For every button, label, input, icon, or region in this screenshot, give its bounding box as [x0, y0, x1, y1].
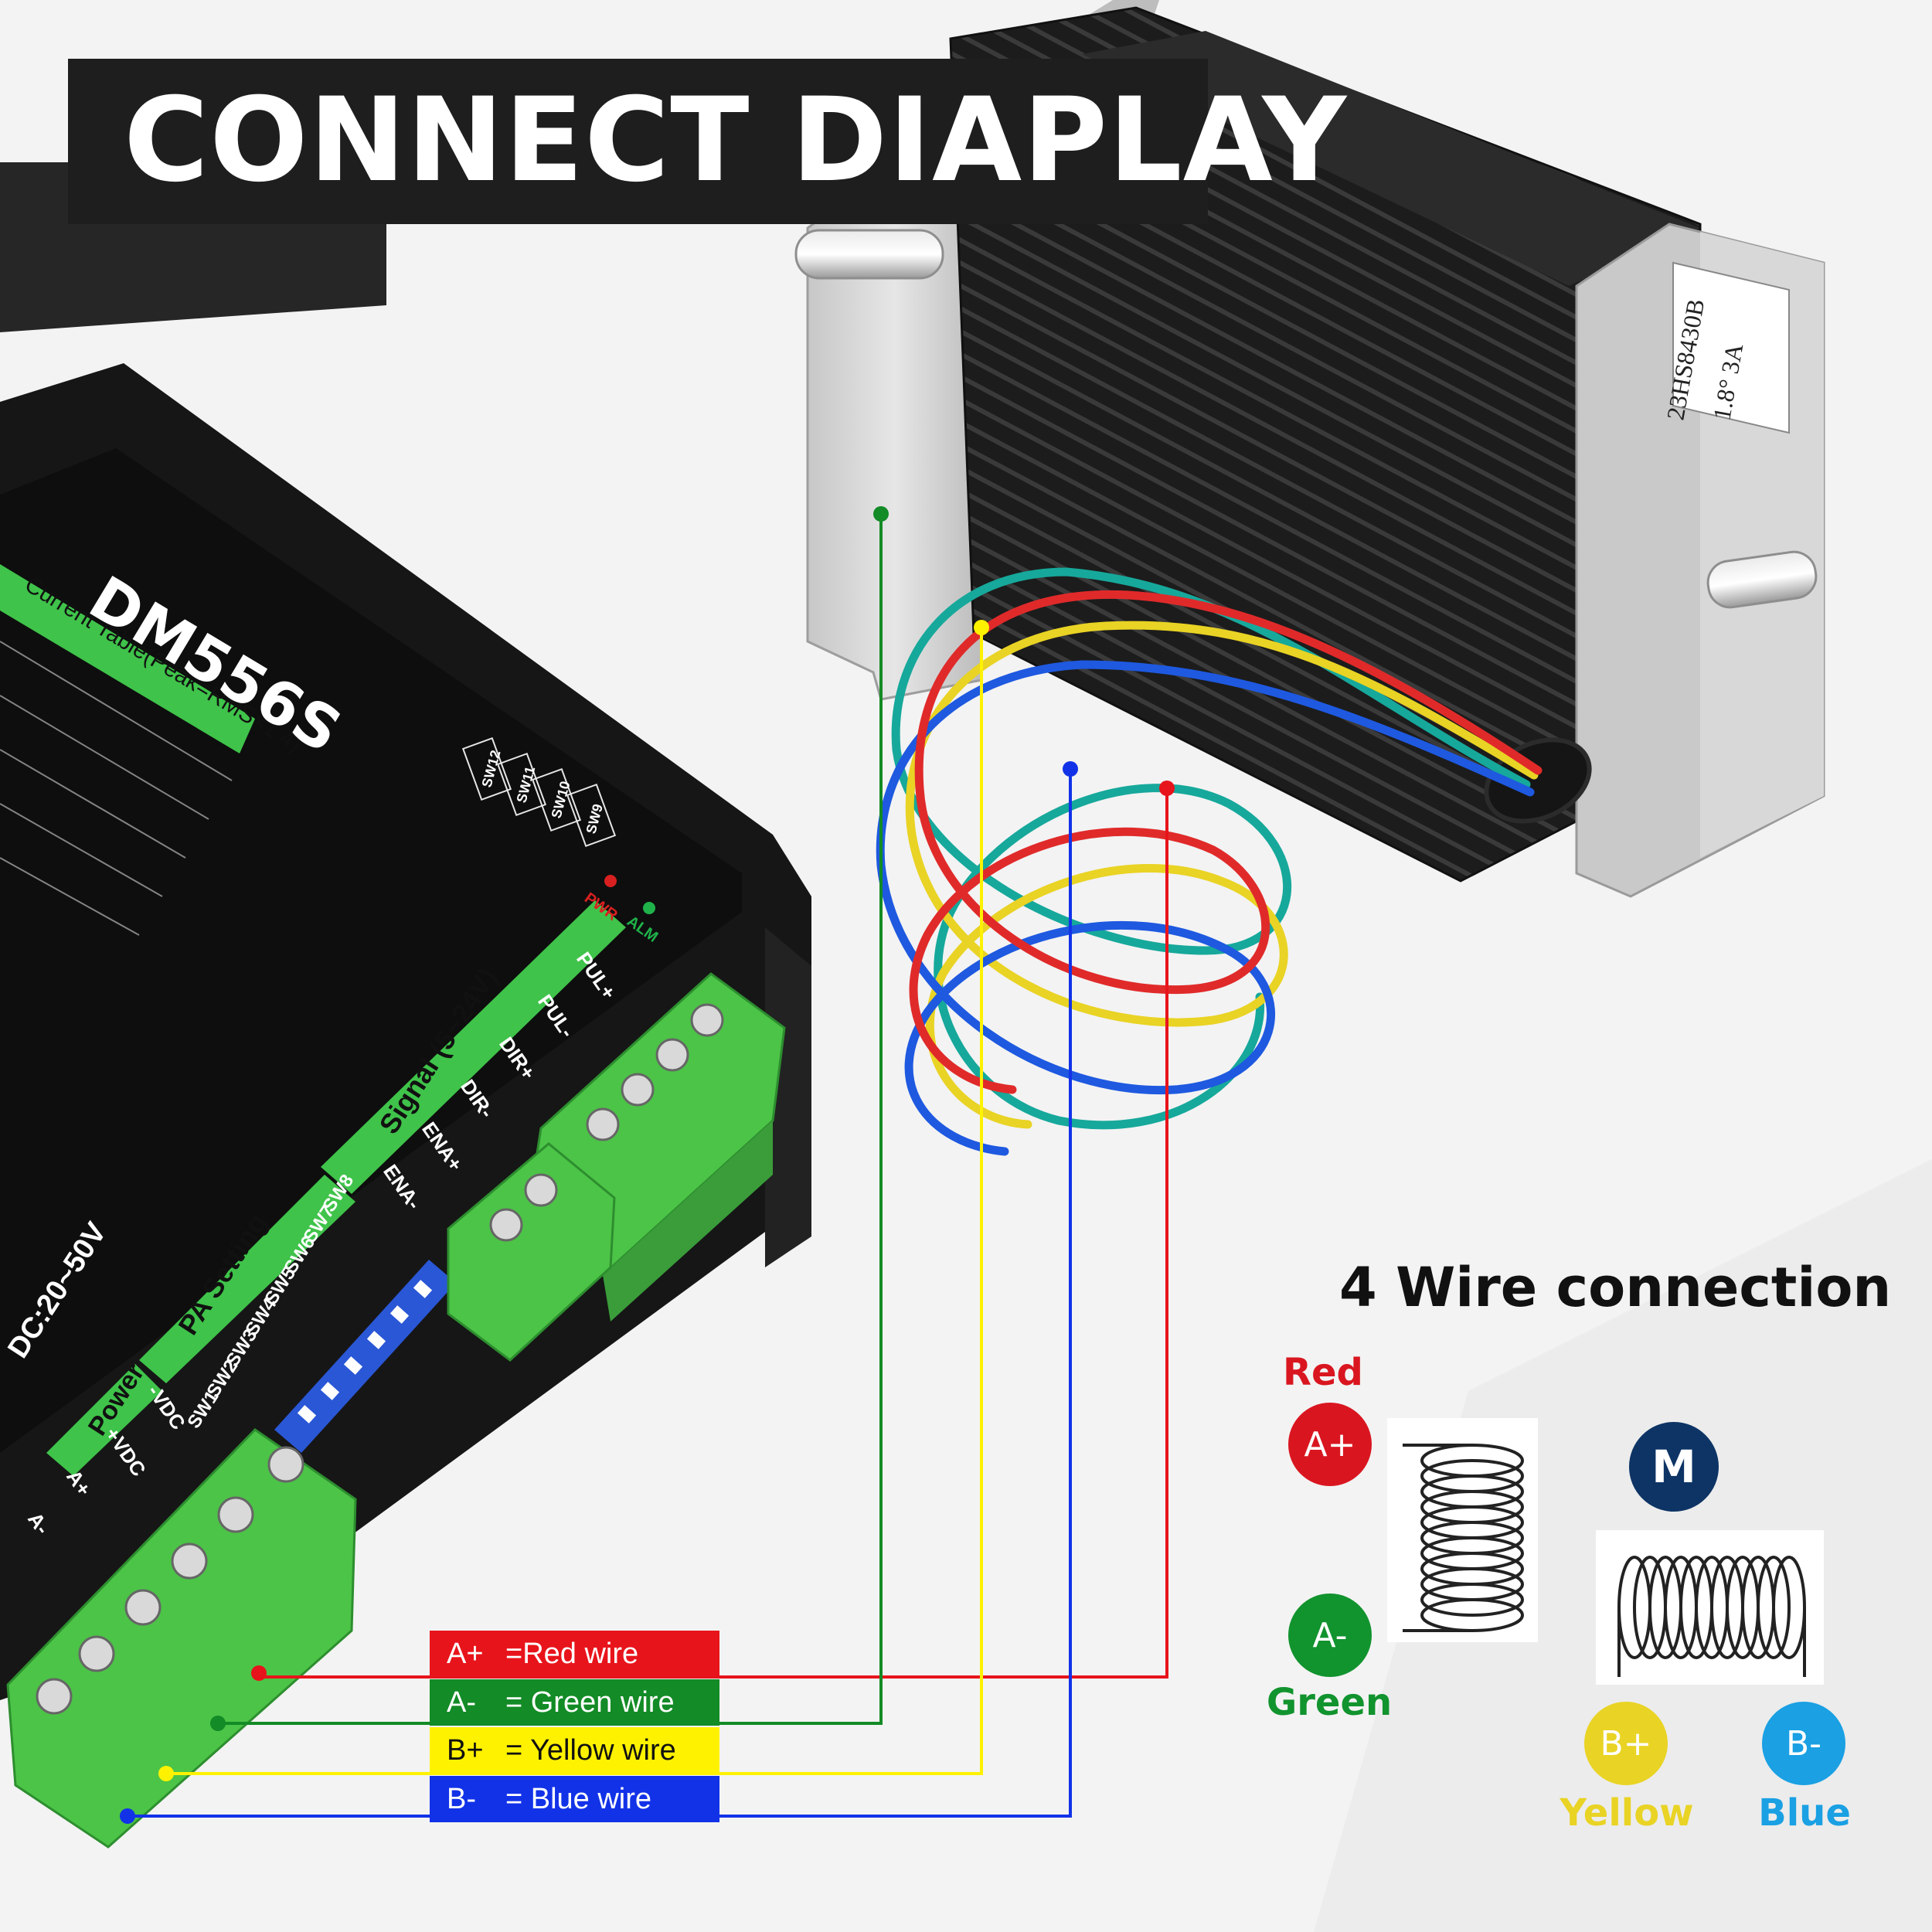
terminal-color-green: Green: [1266, 1681, 1393, 1724]
terminal-color-blue: Blue: [1758, 1791, 1851, 1835]
terminal-color-red: Red: [1283, 1351, 1363, 1394]
stepper-motor: 23HS8430B 1.8° 3A: [794, 0, 1825, 898]
legend-pin: B+: [447, 1734, 484, 1767]
legend-pin: A+: [447, 1638, 484, 1670]
terminal-color-yellow: Yellow: [1560, 1791, 1694, 1835]
terminal-b-plus: B+: [1584, 1702, 1668, 1785]
motor-symbol: M: [1629, 1422, 1719, 1512]
connection-dots: [120, 506, 1175, 1824]
legend-row-red: A+ =Red wire: [430, 1631, 719, 1677]
legend-row-green: A- = Green wire: [430, 1679, 719, 1726]
motor-symbol-label: M: [1651, 1440, 1696, 1493]
legend-row-yellow: B+ = Yellow wire: [430, 1727, 719, 1774]
legend-row-blue: B- = Blue wire: [430, 1776, 719, 1822]
terminal-a-plus: A+: [1288, 1403, 1372, 1486]
motor-wire-bundle: [876, 567, 1543, 1156]
legend-text: = Green wire: [505, 1686, 675, 1719]
stepper-driver: Current Table(Peak=RMS×1.4) DM556S Signa…: [0, 363, 811, 1700]
legend-pin: B-: [447, 1783, 476, 1815]
legend-text: =Red wire: [505, 1638, 639, 1670]
legend-text: = Yellow wire: [505, 1734, 676, 1767]
terminal-a-plus-label: A+: [1304, 1424, 1356, 1464]
wiring-schematic: [1387, 1418, 1824, 1685]
terminal-blocks: [6, 972, 786, 1849]
title-banner: [68, 59, 1208, 224]
legend-text: = Blue wire: [505, 1783, 652, 1815]
terminal-a-minus-label: A-: [1312, 1615, 1348, 1655]
terminal-b-minus-label: B-: [1785, 1723, 1822, 1764]
terminal-b-minus: B-: [1762, 1702, 1845, 1785]
page-title: CONNECT DIAPLAY: [124, 73, 1348, 208]
legend-pin: A-: [447, 1686, 476, 1719]
terminal-a-minus: A-: [1288, 1594, 1372, 1677]
terminal-b-plus-label: B+: [1600, 1723, 1652, 1764]
wire-connection-title: 4 Wire connection: [1339, 1256, 1892, 1319]
